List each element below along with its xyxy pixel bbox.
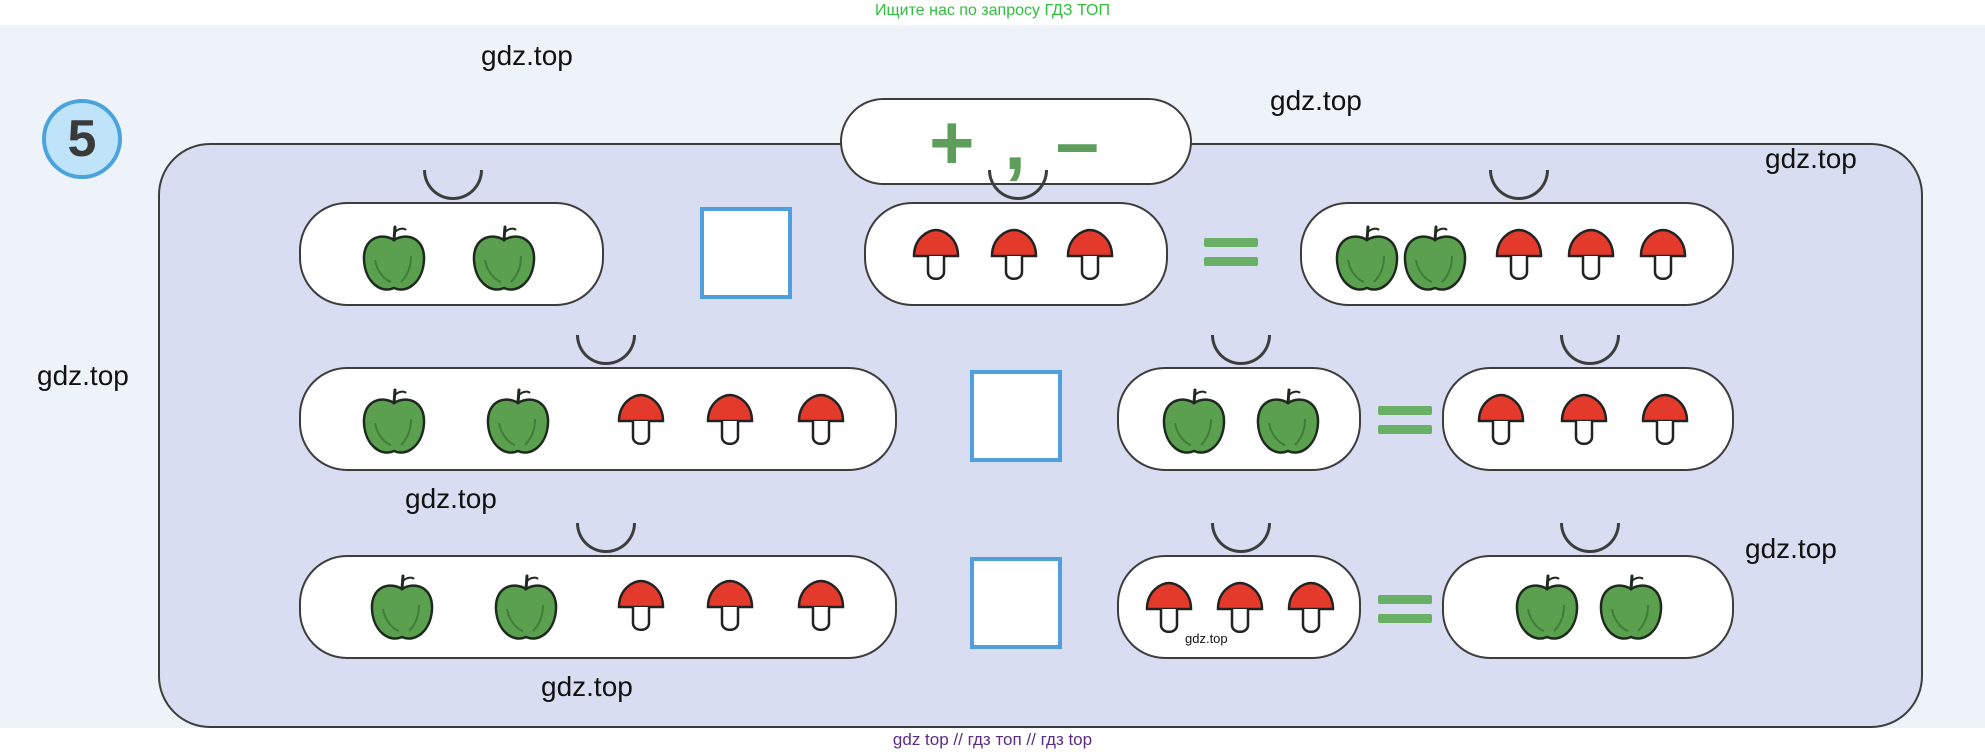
mushroom-icon bbox=[1559, 391, 1609, 449]
equals-sign bbox=[1378, 406, 1432, 436]
mushroom-icon bbox=[796, 577, 846, 635]
watermark: gdz.top bbox=[37, 360, 129, 391]
apple-icon bbox=[1596, 573, 1666, 645]
apple-icon bbox=[1253, 387, 1323, 459]
row2-result-group bbox=[1442, 335, 1734, 471]
row3-result-group bbox=[1442, 523, 1734, 659]
mushroom-icon bbox=[1638, 226, 1688, 284]
apple-icon bbox=[469, 224, 539, 296]
apple-icon bbox=[359, 387, 429, 459]
apple-icon bbox=[483, 387, 553, 459]
watermark: gdz.top bbox=[1745, 533, 1837, 564]
worksheet: 5 + , – bbox=[0, 25, 1985, 728]
watermark: gdz.top bbox=[405, 483, 497, 514]
apple-icon bbox=[1159, 387, 1229, 459]
row1-right-group bbox=[864, 170, 1168, 306]
apple-icon bbox=[359, 224, 429, 296]
mushroom-icon bbox=[616, 577, 666, 635]
watermark: gdz.top bbox=[481, 40, 573, 71]
row3-left-group bbox=[299, 523, 897, 659]
mushroom-icon bbox=[1494, 226, 1544, 284]
apple-icon bbox=[1400, 224, 1470, 296]
task-number-badge: 5 bbox=[42, 99, 122, 179]
row1-answer-box[interactable] bbox=[700, 207, 792, 299]
watermark: gdz.top bbox=[1765, 143, 1857, 174]
mushroom-icon bbox=[1065, 226, 1115, 284]
mushroom-icon bbox=[1640, 391, 1690, 449]
row3-right-group: gdz.top bbox=[1117, 523, 1361, 659]
mushroom-icon bbox=[1476, 391, 1526, 449]
mushroom-icon bbox=[1566, 226, 1616, 284]
row1-result-group bbox=[1300, 170, 1734, 306]
mushroom-icon bbox=[911, 226, 961, 284]
signs-label: + , – bbox=[929, 97, 1103, 186]
mushroom-icon bbox=[989, 226, 1039, 284]
equals-sign bbox=[1204, 238, 1258, 268]
row2-answer-box[interactable] bbox=[970, 370, 1062, 462]
mushroom-icon bbox=[1286, 579, 1336, 637]
mushroom-icon bbox=[1215, 579, 1265, 637]
mushroom-icon bbox=[1144, 579, 1194, 637]
apple-icon bbox=[367, 573, 437, 645]
top-banner: Ищите нас по запросу ГДЗ ТОП bbox=[875, 2, 1110, 19]
apple-icon bbox=[491, 573, 561, 645]
mushroom-icon bbox=[796, 391, 846, 449]
apple-icon bbox=[1512, 573, 1582, 645]
watermark: gdz.top bbox=[541, 671, 633, 702]
mushroom-icon bbox=[705, 577, 755, 635]
apple-icon bbox=[1332, 224, 1402, 296]
row2-right-group bbox=[1117, 335, 1361, 471]
row1-left-group bbox=[299, 170, 604, 306]
watermark: gdz.top bbox=[1270, 85, 1362, 116]
mushroom-icon bbox=[616, 391, 666, 449]
row2-left-group bbox=[299, 335, 897, 471]
row3-answer-box[interactable] bbox=[970, 557, 1062, 649]
bottom-banner: gdz top // гдз топ // гдз top bbox=[892, 730, 1093, 749]
equals-sign bbox=[1378, 595, 1432, 625]
mushroom-icon bbox=[705, 391, 755, 449]
watermark: gdz.top bbox=[1185, 631, 1228, 646]
